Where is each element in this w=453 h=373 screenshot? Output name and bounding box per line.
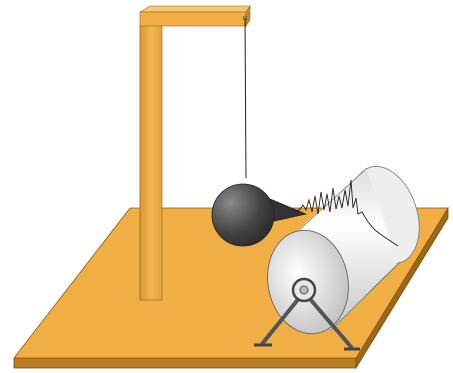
stand-arm-top	[140, 6, 250, 12]
pendulum-string	[245, 18, 246, 178]
pendulum-bob	[212, 184, 274, 246]
platform-side-front	[14, 358, 356, 368]
stand-post-front	[140, 25, 162, 300]
drum-axle-center	[300, 286, 308, 294]
stand-arm-front	[140, 12, 246, 26]
